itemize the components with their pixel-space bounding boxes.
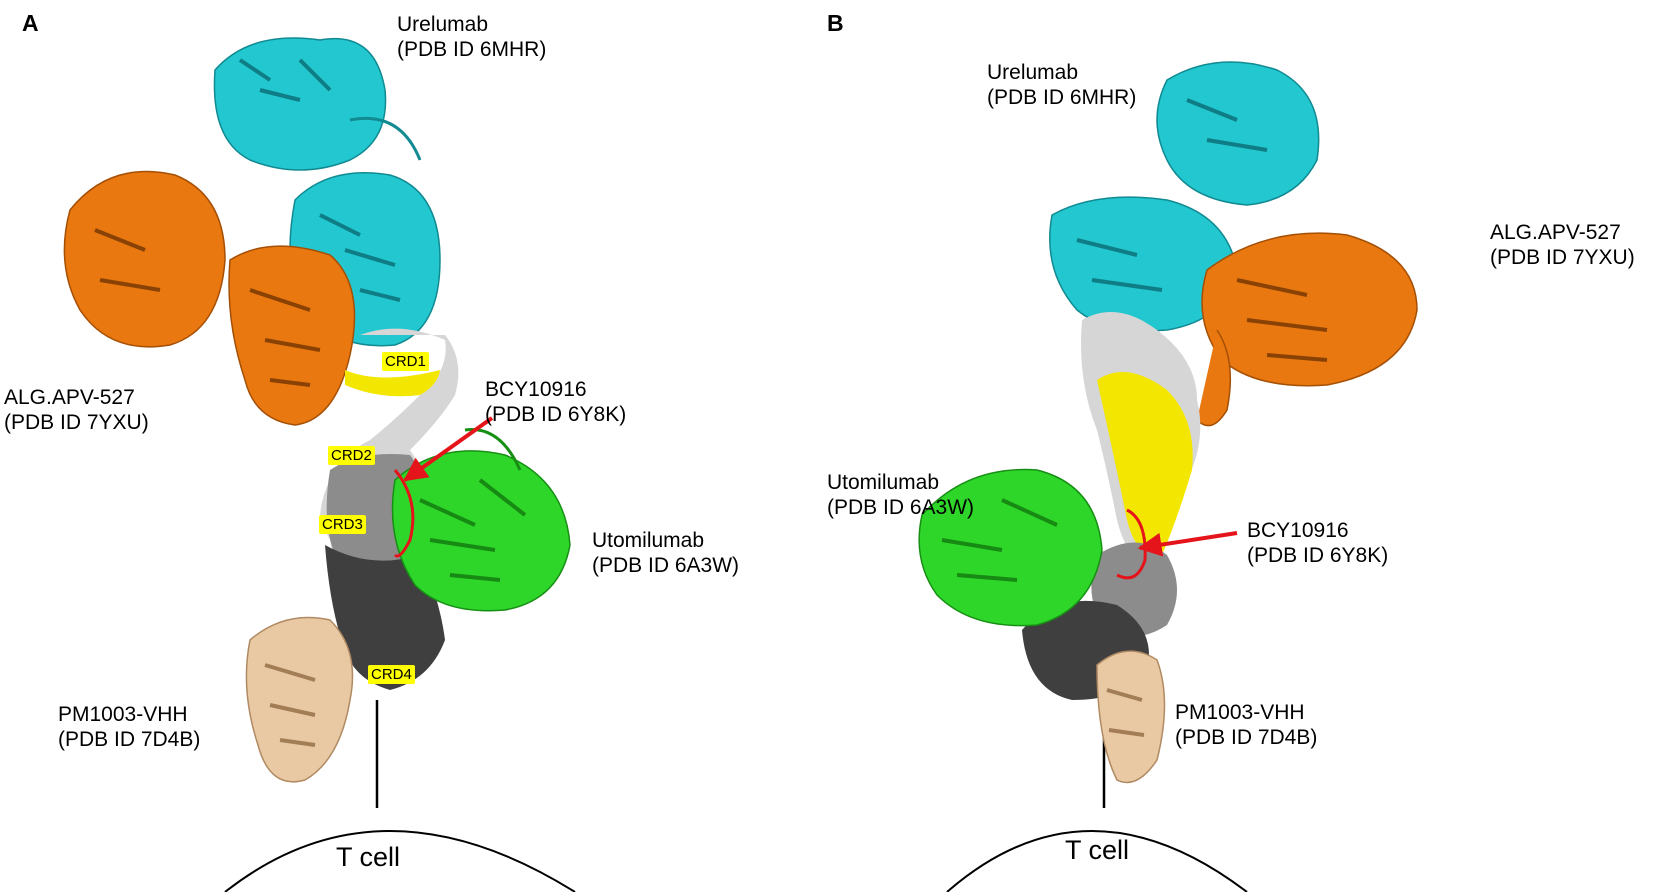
pdb-id: (PDB ID 7D4B) bbox=[58, 728, 201, 751]
panel-a: A Urelumab (PDB ID 6MHR) ALG.APV-527 (PD… bbox=[4, 10, 739, 892]
antibody-name: BCY10916 bbox=[1247, 519, 1349, 542]
pdb-id: (PDB ID 7YXU) bbox=[1490, 246, 1635, 269]
label-utomilumab: Utomilumab (PDB ID 6A3W) bbox=[592, 528, 739, 578]
t-cell-membrane bbox=[224, 830, 576, 892]
label-bcy10916: BCY10916 (PDB ID 6Y8K) bbox=[1247, 518, 1388, 568]
label-utomilumab: Utomilumab (PDB ID 6A3W) bbox=[827, 470, 974, 520]
antibody-name: ALG.APV-527 bbox=[4, 386, 135, 409]
antibody-name: Utomilumab bbox=[827, 471, 940, 494]
crd2-label: CRD2 bbox=[328, 446, 375, 465]
pdb-id: (PDB ID 6Y8K) bbox=[1247, 544, 1389, 567]
panel-letter: B bbox=[827, 10, 844, 36]
crd4-label: CRD4 bbox=[368, 665, 415, 684]
bcy10916-structure bbox=[1116, 508, 1147, 580]
pm1003-vhh-structure bbox=[245, 616, 354, 783]
pdb-id: (PDB ID 6A3W) bbox=[827, 496, 975, 519]
alg-apv-527-structure bbox=[1196, 232, 1418, 427]
antibody-name: PM1003-VHH bbox=[1175, 701, 1305, 724]
panel-a-structure-illustration bbox=[63, 37, 576, 892]
label-urelumab: Urelumab (PDB ID 6MHR) bbox=[397, 12, 546, 62]
t-cell-membrane bbox=[946, 830, 1248, 892]
pdb-id: (PDB ID 7D4B) bbox=[1175, 726, 1318, 749]
crd1-label: CRD1 bbox=[382, 352, 429, 371]
pdb-id: (PDB ID 6MHR) bbox=[987, 86, 1137, 109]
t-cell-label: T cell bbox=[336, 842, 401, 872]
pdb-id: (PDB ID 6A3W) bbox=[592, 554, 740, 577]
utomilumab-structure bbox=[918, 468, 1103, 627]
alg-apv-527-structure bbox=[63, 170, 356, 426]
t-cell-label: T cell bbox=[1065, 835, 1130, 865]
antibody-name: BCY10916 bbox=[485, 378, 587, 401]
antibody-name: Utomilumab bbox=[592, 529, 705, 552]
antibody-name: ALG.APV-527 bbox=[1490, 221, 1621, 244]
antibody-name: Urelumab bbox=[987, 61, 1079, 84]
urelumab-structure bbox=[1049, 61, 1320, 332]
pdb-id: (PDB ID 6MHR) bbox=[397, 38, 547, 61]
utomilumab-structure bbox=[391, 428, 571, 612]
crd3-label: CRD3 bbox=[319, 515, 366, 534]
bcy10916-arrow bbox=[1137, 531, 1238, 557]
panel-letter: A bbox=[22, 10, 39, 36]
pdb-id: (PDB ID 6Y8K) bbox=[485, 403, 627, 426]
label-pm1003-vhh: PM1003-VHH (PDB ID 7D4B) bbox=[1175, 700, 1317, 750]
bcy10916-arrow bbox=[403, 416, 494, 482]
label-pm1003-vhh: PM1003-VHH (PDB ID 7D4B) bbox=[58, 702, 200, 752]
label-urelumab: Urelumab (PDB ID 6MHR) bbox=[987, 60, 1136, 110]
panel-b-structure-illustration bbox=[918, 61, 1418, 892]
bcy10916-structure bbox=[393, 469, 415, 558]
label-bcy10916: BCY10916 (PDB ID 6Y8K) bbox=[485, 377, 626, 427]
antibody-name: PM1003-VHH bbox=[58, 703, 188, 726]
pm1003-vhh-structure bbox=[1096, 650, 1166, 784]
pdb-id: (PDB ID 7YXU) bbox=[4, 411, 149, 434]
label-alg-apv-527: ALG.APV-527 (PDB ID 7YXU) bbox=[4, 385, 149, 435]
panel-b: B Urelumab (PDB ID 6MHR) ALG.APV-527 (PD… bbox=[827, 0, 1654, 892]
label-alg-apv-527: ALG.APV-527 (PDB ID 7YXU) bbox=[1490, 220, 1635, 270]
antibody-name: Urelumab bbox=[397, 13, 489, 36]
